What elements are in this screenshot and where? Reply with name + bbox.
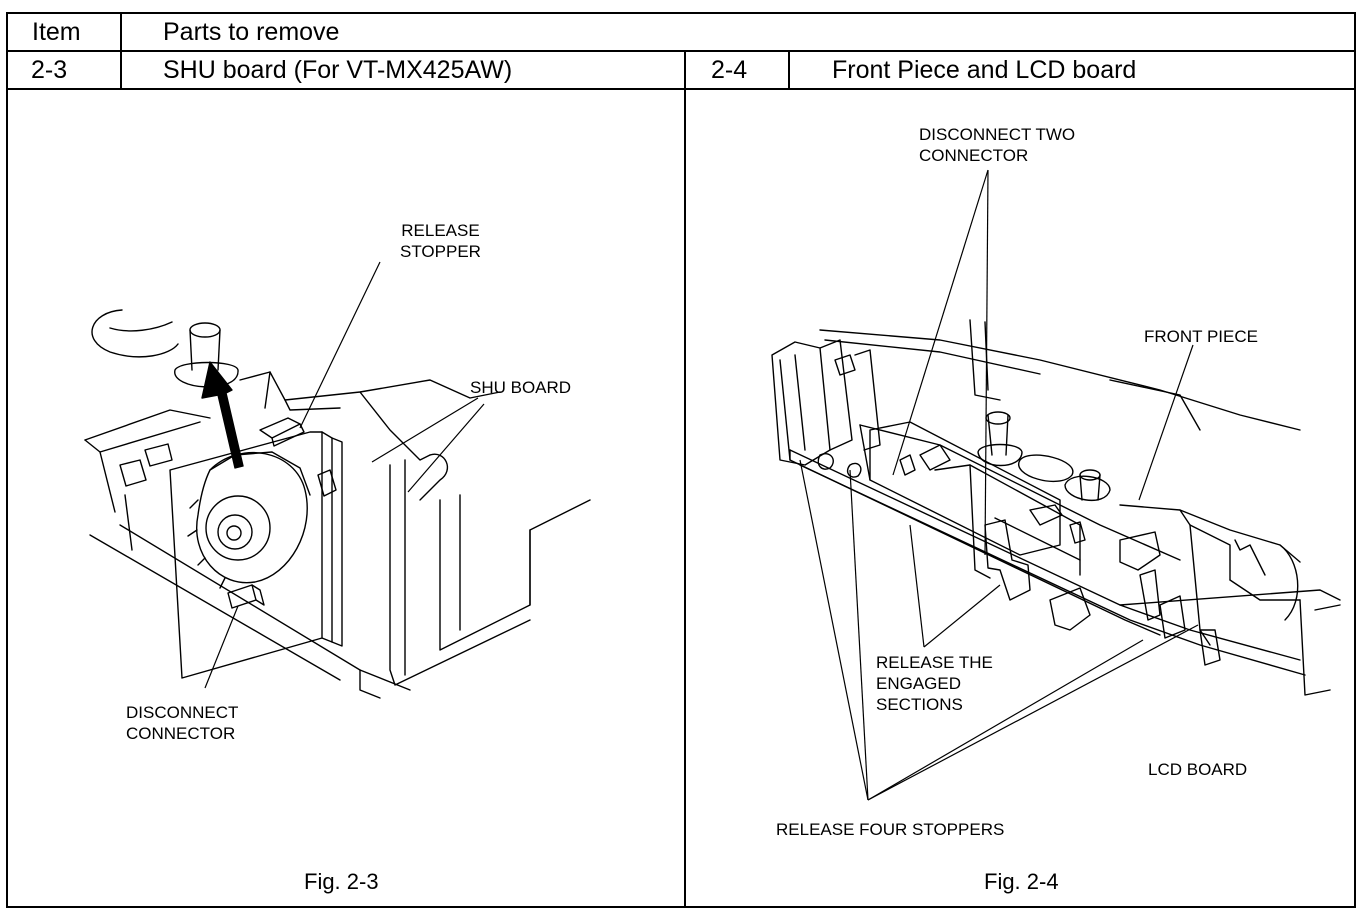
right-parts-to-remove: Front Piece and LCD board <box>832 56 1137 84</box>
fig-2-3-shu-board-drawing <box>60 300 620 700</box>
table-left-border <box>6 12 8 908</box>
parts-column-header: Parts to remove <box>163 18 340 46</box>
fig-2-4-leader-lines <box>686 0 1354 906</box>
figure-caption-2-3: Fig. 2-3 <box>304 869 379 894</box>
table-bottom-border <box>6 906 1356 908</box>
item-row-divider <box>6 88 1356 90</box>
right-item-column-divider <box>788 50 790 89</box>
fig-2-3-leader-lines <box>0 0 684 911</box>
callout-lcd-board: LCD BOARD <box>1148 760 1248 779</box>
table-right-border <box>1354 12 1356 908</box>
item-column-divider <box>120 12 122 89</box>
figure-caption-2-4: Fig. 2-4 <box>984 869 1059 894</box>
table-top-border <box>6 12 1356 14</box>
callout-front-piece: FRONT PIECE <box>1144 327 1258 346</box>
callout-disconnect-two-connector: DISCONNECT TWO CONNECTOR <box>919 125 1076 165</box>
left-parts-to-remove: SHU board (For VT-MX425AW) <box>163 56 513 84</box>
callout-disconnect-connector: DISCONNECT CONNECTOR <box>126 703 239 743</box>
panel-center-divider <box>684 50 686 908</box>
callout-release-four-stoppers: RELEASE FOUR STOPPERS <box>776 820 1005 839</box>
item-column-header: Item <box>32 18 81 46</box>
callout-shu-board: SHU BOARD <box>470 378 572 397</box>
callout-release-engaged-sections: RELEASE THE ENGAGED SECTIONS <box>876 653 993 714</box>
header-row-divider <box>6 50 1356 52</box>
callout-release-stopper: RELEASE STOPPER <box>400 221 481 261</box>
left-item-number: 2-3 <box>31 56 68 84</box>
right-item-number: 2-4 <box>711 56 748 84</box>
